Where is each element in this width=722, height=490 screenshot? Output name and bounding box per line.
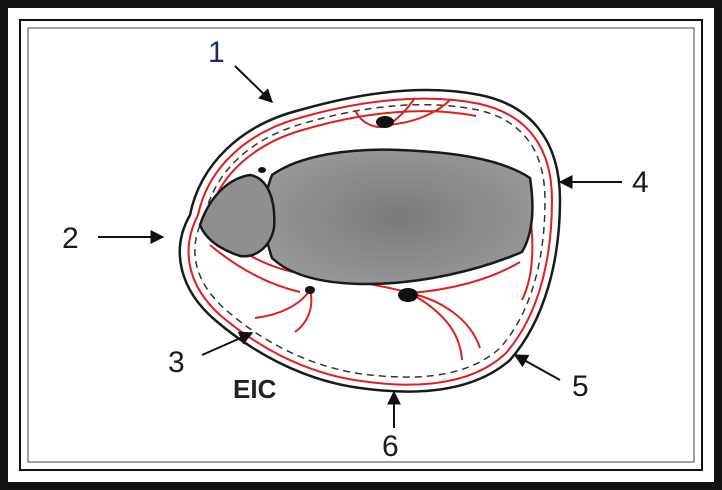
label-4: 4	[632, 166, 649, 199]
label-2: 2	[62, 222, 79, 255]
label-5: 5	[572, 370, 589, 403]
vessel-dot-top	[376, 116, 394, 128]
arrow-5	[515, 355, 560, 380]
label-3: 3	[168, 346, 185, 379]
corner-label: EIC	[233, 374, 277, 404]
label-6: 6	[382, 430, 399, 463]
label-1: 1	[208, 36, 225, 69]
vessel-dot-left-bottom	[305, 286, 315, 294]
central-muscle	[265, 150, 533, 284]
vessel-dot-right-bottom	[398, 288, 418, 302]
arrow-1	[235, 66, 272, 102]
vessel-dot-small	[258, 167, 266, 173]
left-small-muscle	[200, 175, 274, 256]
